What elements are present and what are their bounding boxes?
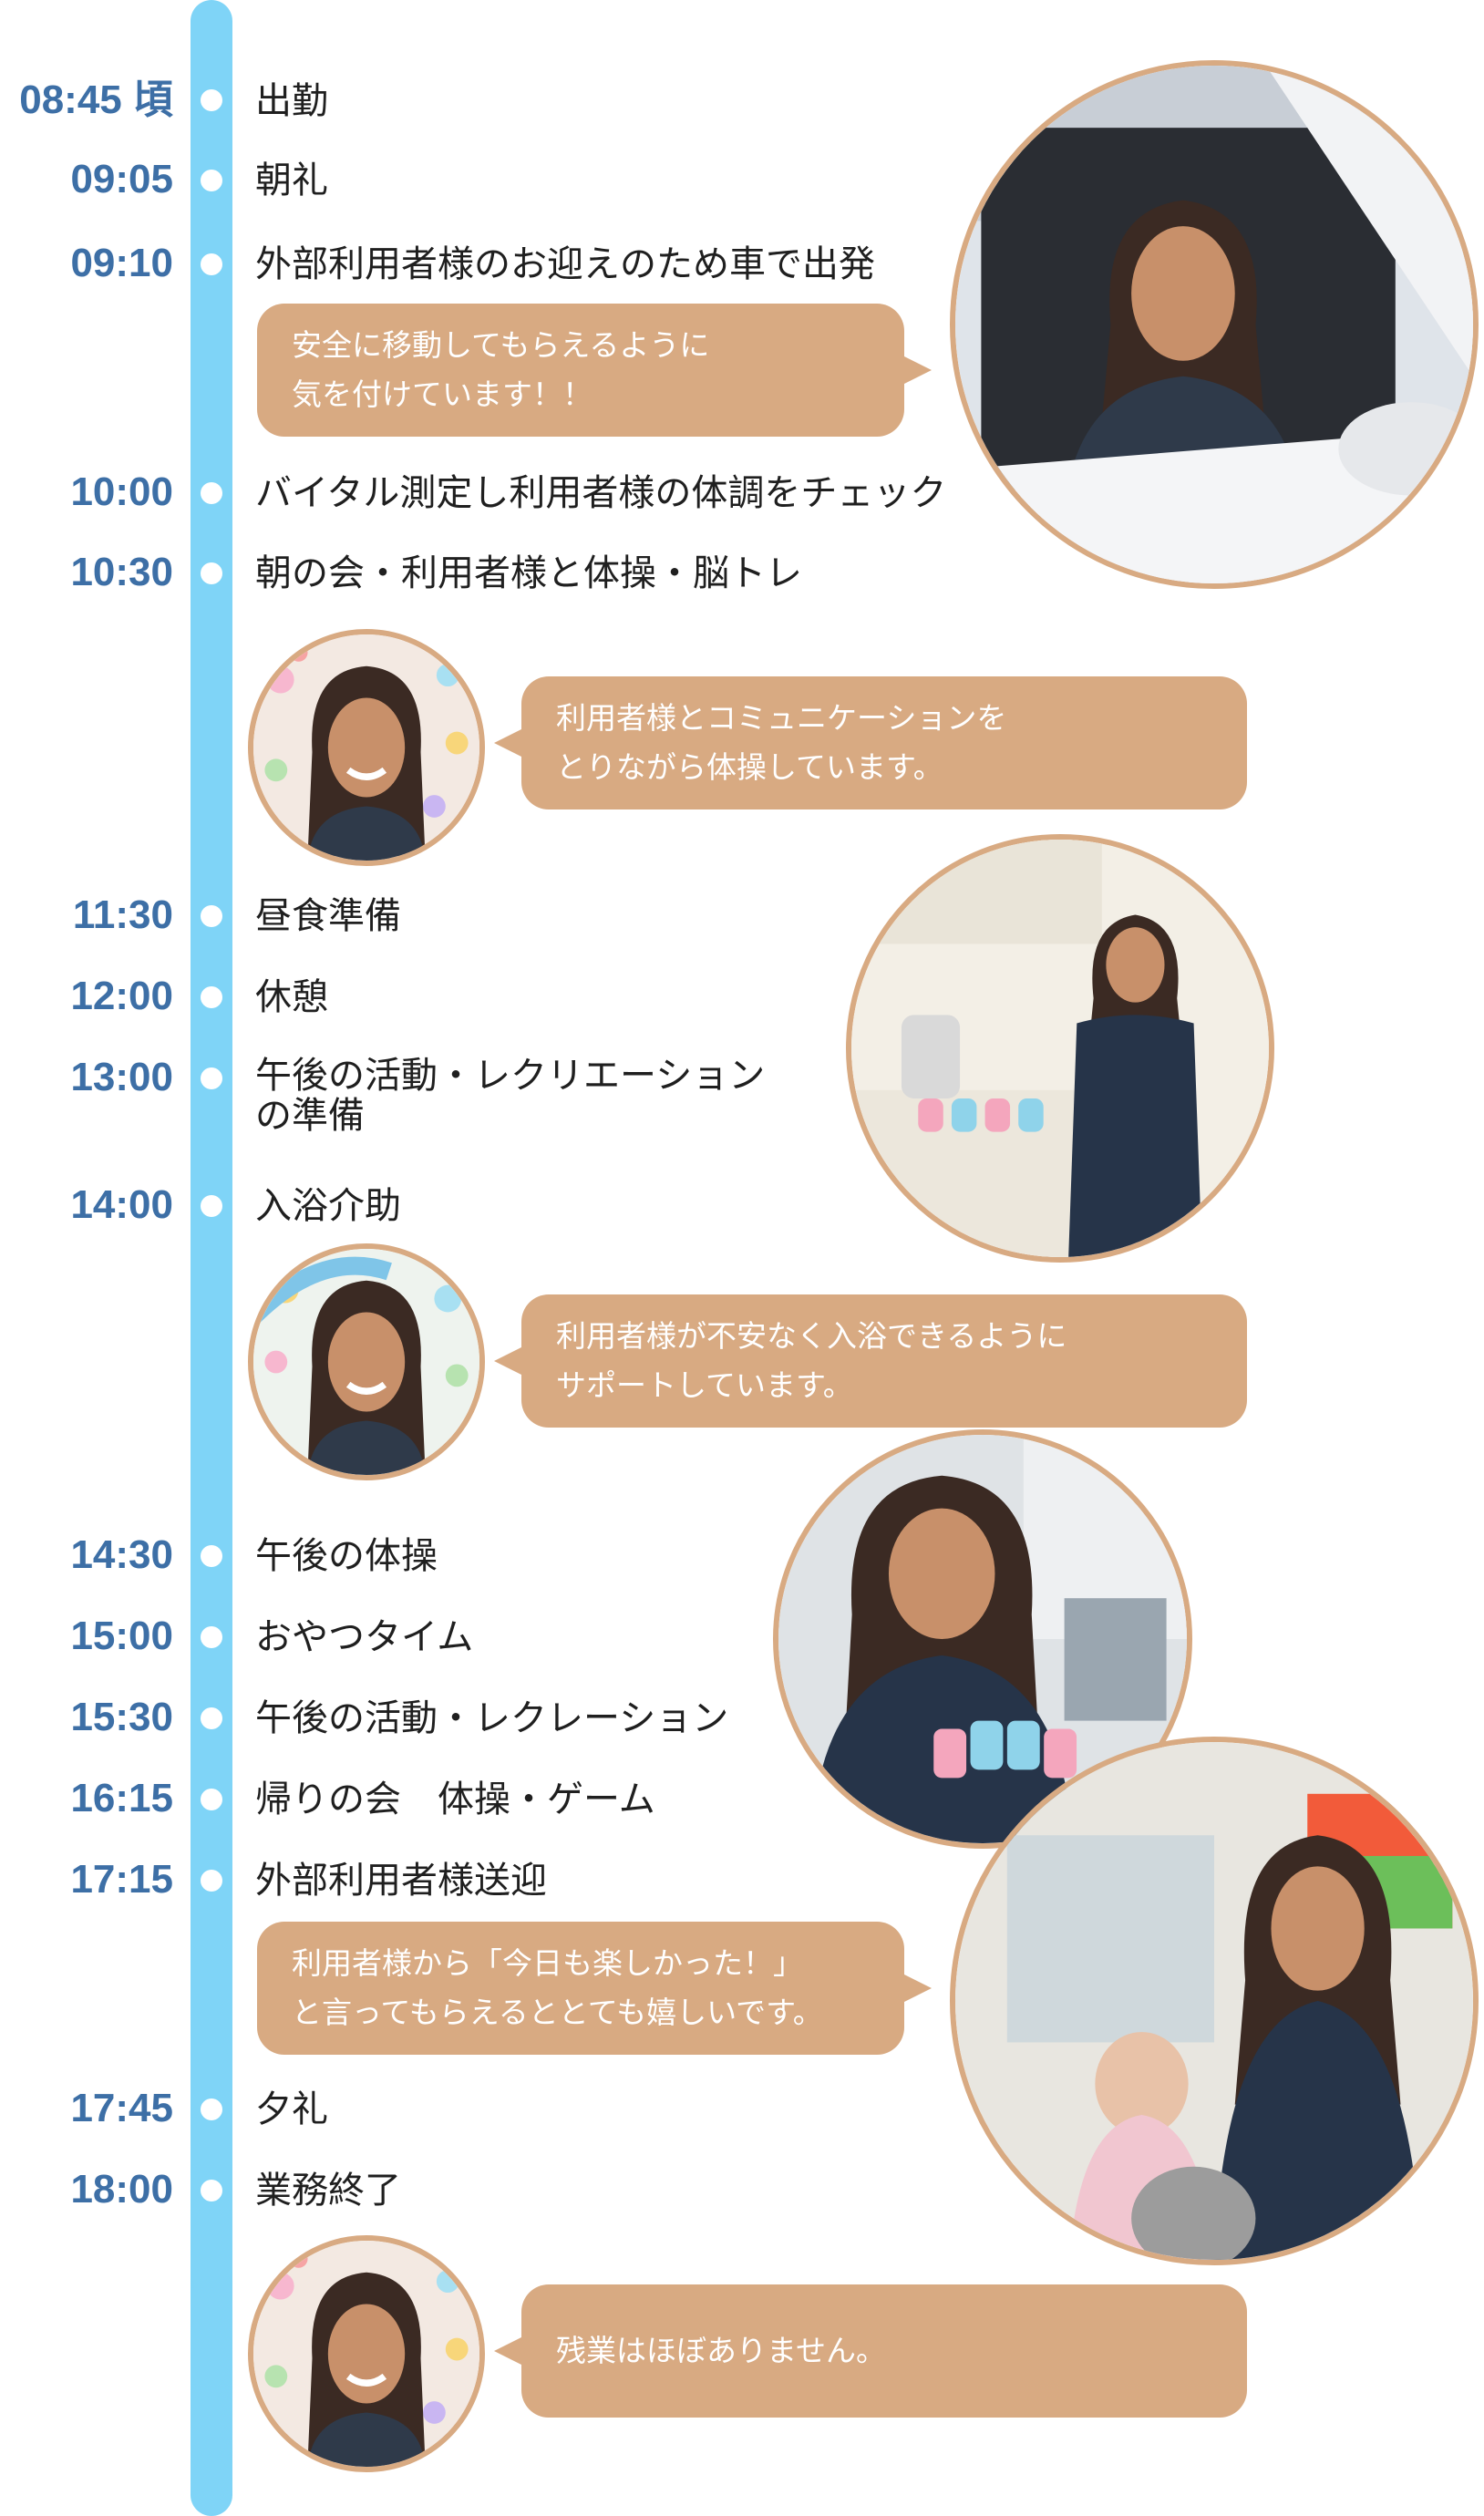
staff-portrait-avatar [248, 2235, 485, 2472]
speech-bubble-bath: 利用者様が不安なく入浴できるように サポートしています。 [494, 1294, 1247, 1428]
time-0845: 08:45 頃 [19, 77, 173, 122]
event-end-of-work: 業務終了 [255, 2170, 401, 2212]
timeline-dot [201, 1789, 222, 1810]
event-activity-prep: 午後の活動・レクリエーション の準備 [255, 1055, 766, 1137]
event-evening-meeting: 夕礼 [255, 2088, 328, 2130]
timeline-dot [201, 170, 222, 191]
bubble-text: 利用者様から「今日も楽しかった！」 と言ってもらえるととても嬉しいです。 [292, 1945, 823, 2030]
timeline-dot [201, 905, 222, 927]
time-1800: 18:00 [70, 2167, 173, 2212]
holding-cups-photo [773, 1429, 1192, 1849]
time-1615: 16:15 [70, 1776, 173, 1820]
time-1200: 12:00 [70, 974, 173, 1018]
event-lunch-prep: 昼食準備 [255, 895, 401, 937]
time-1500: 15:00 [70, 1614, 173, 1658]
speech-bubble-drive: 安全に移動してもらえるように 気を付けています！！ [257, 304, 932, 437]
timeline-dot [201, 89, 222, 111]
event-afternoon-exercise: 午後の体操 [255, 1535, 438, 1577]
timeline-dot [201, 2098, 222, 2120]
time-1400: 14:00 [70, 1182, 173, 1227]
event-morning-exercise: 朝の会・利用者様と体操・脳トレ [255, 552, 802, 594]
event-vitals: バイタル測定し利用者様の体調をチェック [255, 472, 947, 514]
time-0905: 09:05 [70, 157, 173, 201]
event-afternoon-recreation: 午後の活動・レクレーション [255, 1697, 729, 1739]
event-closing-meeting: 帰りの会 体操・ゲーム [255, 1779, 655, 1820]
timeline-dot [201, 1545, 222, 1567]
timeline-dot [201, 482, 222, 504]
woman-driving-car-photo [950, 60, 1479, 589]
staff-portrait-avatar [248, 1243, 485, 1480]
timeline-dot [201, 1626, 222, 1648]
timeline-rail [191, 0, 232, 2516]
timeline-dot [201, 1707, 222, 1729]
bubble-text: 利用者様が不安なく入浴できるように サポートしています。 [556, 1318, 1067, 1403]
time-1715: 17:15 [70, 1857, 173, 1902]
lunch-preparation-photo [846, 834, 1274, 1263]
bubble-text: 利用者様とコミュニケーションを とりながら体操しています。 [556, 700, 1007, 785]
time-1000: 10:00 [70, 469, 173, 514]
speech-bubble-sendoff: 利用者様から「今日も楽しかった！」 と言ってもらえるととても嬉しいです。 [257, 1922, 932, 2055]
timeline-dot [201, 2180, 222, 2202]
speech-bubble-overtime: 残業はほぼありません。 [494, 2284, 1247, 2418]
time-1530: 15:30 [70, 1695, 173, 1739]
staff-portrait-avatar [248, 629, 485, 866]
time-1430: 14:30 [70, 1532, 173, 1577]
time-0910: 09:10 [70, 241, 173, 285]
time-1300: 13:00 [70, 1055, 173, 1099]
event-bath-assist: 入浴介助 [255, 1185, 401, 1227]
with-residents-photo [950, 1737, 1479, 2265]
bubble-text: 残業はほぼありません。 [556, 2333, 887, 2368]
event-morning-meeting: 朝礼 [255, 160, 328, 201]
timeline-dot [201, 1870, 222, 1892]
time-1130: 11:30 [72, 892, 173, 937]
timeline-dot [201, 253, 222, 275]
time-1745: 17:45 [70, 2086, 173, 2130]
speech-bubble-exercise: 利用者様とコミュニケーションを とりながら体操しています。 [494, 676, 1247, 809]
event-break: 休憩 [255, 976, 328, 1018]
timeline-dot [201, 1067, 222, 1089]
event-snack-time: おやつタイム [255, 1616, 474, 1658]
event-dropoff: 外部利用者様送迎 [255, 1860, 547, 1902]
timeline-dot [201, 986, 222, 1008]
event-pickup: 外部利用者様のお迎えのため車で出発 [255, 243, 875, 285]
event-arrival: 出勤 [255, 80, 328, 122]
timeline-dot [201, 1195, 222, 1217]
bubble-text: 安全に移動してもらえるように 気を付けています！！ [292, 327, 710, 412]
time-1030: 10:30 [70, 550, 173, 594]
timeline-dot [201, 562, 222, 584]
